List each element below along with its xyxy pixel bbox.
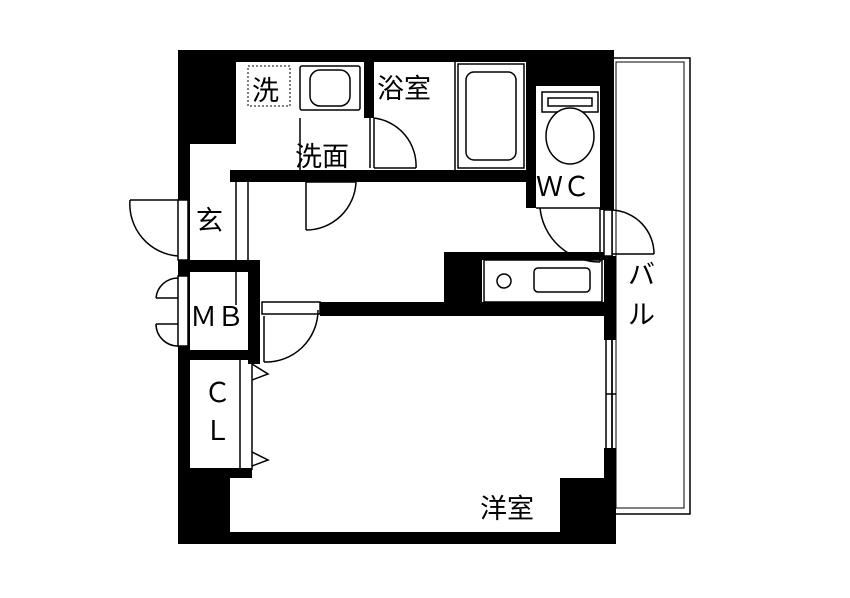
door-mb: [155, 275, 189, 347]
bathtub-fixture: [457, 63, 525, 169]
door-bath: [373, 117, 417, 169]
label-washroom: 洗面: [295, 142, 349, 173]
washbasin-fixture: [299, 65, 361, 170]
toilet-fixture: [541, 91, 599, 165]
walls: [178, 50, 616, 544]
label-balcony-2: ル: [628, 300, 655, 331]
label-closet-2: Ｌ: [204, 416, 231, 447]
label-toilet: ＷＣ: [536, 172, 590, 203]
door-western-room: [261, 301, 321, 363]
label-laundry: 洗: [252, 76, 279, 107]
label-western-room: 洋室: [480, 494, 534, 525]
label-balcony-1: バ: [628, 260, 655, 291]
label-closet-1: Ｃ: [204, 378, 231, 409]
label-meter-box: ＭＢ: [190, 302, 244, 333]
door-closet: [251, 363, 270, 467]
label-entrance: 玄: [196, 206, 223, 237]
door-entrance: [129, 199, 189, 261]
door-washroom: [305, 181, 357, 231]
kitchen-counter: [483, 259, 603, 303]
window-balcony: [605, 340, 616, 448]
laundry-pan: [247, 65, 291, 107]
thin-partitions: [235, 62, 456, 470]
door-wc: [536, 207, 601, 263]
doors: [129, 117, 655, 467]
door-balcony: [603, 209, 655, 257]
label-bathroom: 浴室: [377, 74, 431, 105]
